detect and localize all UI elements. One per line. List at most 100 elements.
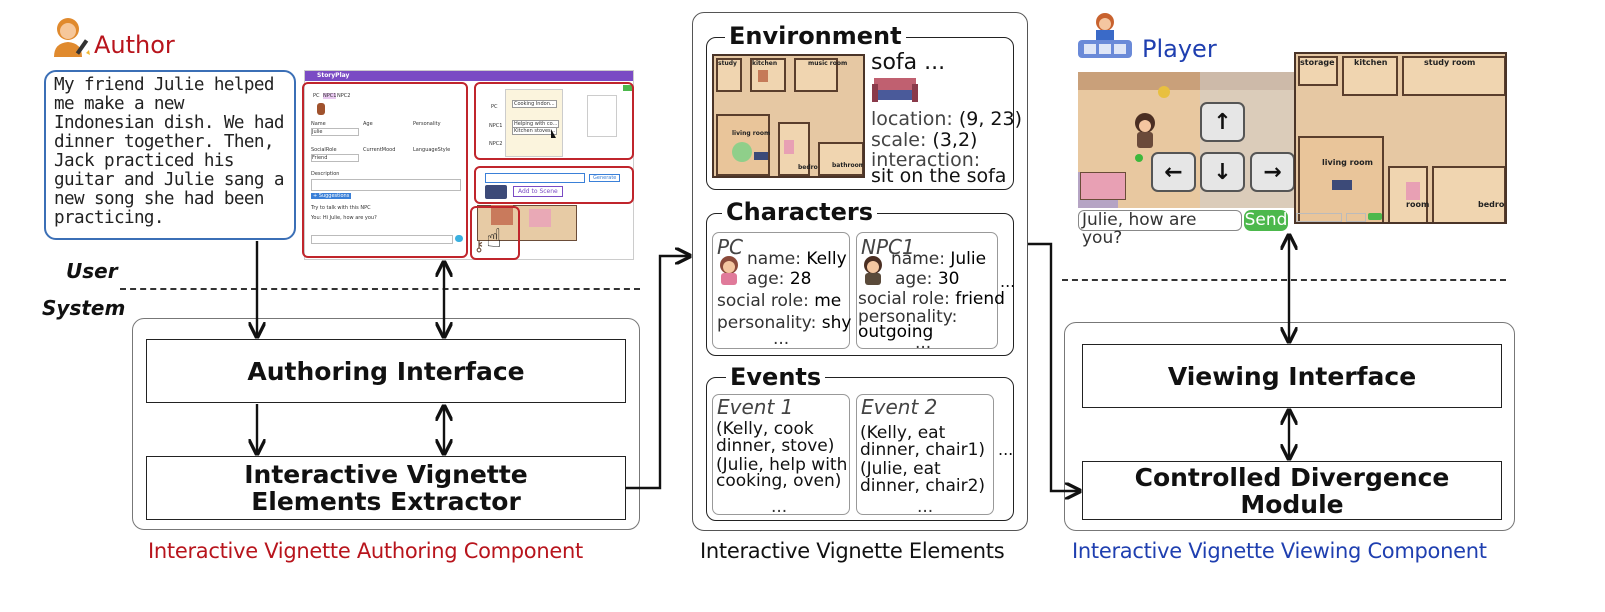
env-scale: scale: (3,2) — [871, 129, 977, 151]
event2-more: ... — [917, 497, 934, 517]
map-mini-send[interactable] — [1368, 213, 1382, 220]
pc-name-key: name: — [747, 249, 801, 269]
elements-component-label: Interactive Vignette Elements — [700, 539, 1005, 563]
npc1-name-row: name: Julie — [891, 249, 986, 269]
author-label: Author — [94, 31, 175, 59]
field-socialrole-value[interactable]: Friend — [311, 154, 359, 162]
field-socialrole: SocialRole — [311, 147, 337, 153]
description-field[interactable] — [311, 179, 461, 191]
pc-more: ... — [773, 329, 790, 349]
map-room-living-label: living room — [1322, 158, 1373, 167]
field-name: Name — [311, 121, 326, 127]
player-send-button[interactable]: Send — [1244, 210, 1288, 231]
npc1-avatar-icon — [861, 255, 885, 287]
pc-age-value: 28 — [789, 269, 812, 289]
room-bathroom-label: bathroom — [832, 162, 865, 169]
generate-input[interactable] — [485, 173, 585, 183]
map-room-kitchen-label: kitchen — [1354, 58, 1388, 67]
app-tab-npc2[interactable]: NPC2 — [337, 93, 351, 99]
event2-header: Event 2 — [861, 395, 938, 419]
characters-ellipsis: ... — [1000, 272, 1016, 291]
game-lamp — [1158, 86, 1170, 98]
npc1-age-value: 30 — [937, 269, 960, 289]
viewing-component-label: Interactive Vignette Viewing Component — [1072, 539, 1487, 563]
pc-personality-value: shy — [821, 313, 852, 333]
room-kitchen-label: kitchen — [752, 60, 778, 67]
npc-avatar-small — [317, 103, 325, 115]
character-key-icon: ⚷ — [474, 239, 485, 255]
map-room-kitchen — [1342, 56, 1398, 96]
pc-role-row: social role: me — [717, 291, 841, 311]
npc1-role-key: social role: — [858, 289, 950, 309]
event2-line-b: (Julie, eat dinner, chair2) — [860, 459, 986, 496]
pc-role-key: social role: — [717, 291, 809, 311]
orange-card — [587, 95, 617, 137]
action-item-3[interactable]: Kitchen stoves... — [512, 127, 558, 135]
field-personality: Personality — [413, 121, 441, 127]
game-bed — [1080, 172, 1126, 200]
app-name: StoryPlay — [317, 72, 350, 79]
field-name-value[interactable]: Julie — [311, 128, 359, 136]
map-room-living — [1298, 136, 1384, 222]
highlight-map-panel — [470, 206, 520, 260]
authoring-component-frame — [132, 318, 640, 530]
highlight-event-panel — [474, 82, 634, 160]
room-study — [716, 58, 742, 92]
npc1-personality-value: outgoing — [858, 322, 934, 342]
key-up-button[interactable]: ↑ — [1200, 102, 1245, 142]
add-to-scene-button[interactable]: Add to Scene — [513, 186, 563, 197]
mini-map-room-2 — [529, 209, 551, 227]
pc-avatar-icon — [717, 255, 741, 287]
chat-send-dot[interactable] — [455, 235, 463, 242]
env-interaction-value: sit on the sofa — [871, 165, 1007, 187]
npc1-more: ... — [915, 333, 932, 353]
events-title: Events — [726, 364, 826, 390]
app-tab-pc[interactable]: PC — [313, 93, 320, 99]
npc1-role-value: friend — [955, 289, 1005, 309]
environment-map-thumbnail: study kitchen music room living room bed… — [712, 54, 865, 178]
map-sofa — [1332, 180, 1352, 190]
player-chat-input[interactable]: Julie, how are you? — [1078, 210, 1242, 247]
map-mini-input[interactable] — [1296, 213, 1342, 222]
room-music — [794, 58, 838, 92]
event1-card: Event 1 (Kelly, cook dinner, stove) (Jul… — [712, 394, 850, 517]
chat-input[interactable] — [311, 235, 453, 244]
generate-button[interactable]: Generate — [589, 174, 621, 182]
action-item-1[interactable]: Cooking Indon... — [512, 100, 557, 108]
map-bed — [1406, 182, 1420, 200]
map-room-study-label: study room — [1424, 58, 1476, 67]
characters-title: Characters — [722, 199, 878, 225]
npc-row-npc2: NPC2 — [489, 141, 503, 147]
viewing-interface-box: Viewing Interface — [1082, 344, 1502, 408]
map-room-bedroom-label: bedroom — [1478, 200, 1505, 209]
key-right-button[interactable]: → — [1250, 152, 1295, 192]
controlled-divergence-module-box: Controlled Divergence Module — [1082, 461, 1502, 520]
key-down-button[interactable]: ↓ — [1200, 152, 1245, 192]
events-ellipsis: ... — [998, 440, 1014, 459]
env-scale-value: (3,2) — [932, 129, 978, 151]
npc1-header: NPC1 — [861, 235, 915, 259]
map-room-bedroom — [1432, 166, 1505, 222]
event1-line-b: (Julie, help with cooking, oven) — [716, 455, 848, 491]
app-tab-npc1[interactable]: NPC1 — [323, 93, 337, 99]
environment-object: sofa ... — [871, 50, 946, 75]
authoring-interface-box: Authoring Interface — [146, 339, 626, 403]
description-label: Description — [311, 171, 340, 177]
env-interaction-key: interaction: — [871, 149, 981, 171]
story-text-box: My friend Julie helped me make a new Ind… — [44, 70, 296, 240]
npc1-age-key: age: — [895, 269, 933, 289]
npc1-name-value: Julie — [950, 249, 987, 269]
key-left-button[interactable]: ← — [1151, 152, 1196, 192]
layer-divider-left — [120, 288, 640, 290]
map-mini-select[interactable] — [1346, 213, 1366, 222]
elements-outer-frame — [692, 12, 1028, 531]
authoring-ui-screenshot: StoryPlay PC NPC1 NPC2 Name Age Personal… — [304, 70, 634, 260]
story-text: My friend Julie helped me make a new Ind… — [54, 75, 284, 228]
suggestion-button[interactable]: + Suggestions — [311, 193, 352, 199]
green-button[interactable] — [623, 85, 633, 91]
field-age: Age — [363, 121, 373, 127]
map-room-storage-label: storage — [1300, 58, 1335, 67]
env-location: location: (9, 23) — [871, 108, 1022, 130]
hand-pointer-icon: ☝ — [486, 224, 502, 254]
